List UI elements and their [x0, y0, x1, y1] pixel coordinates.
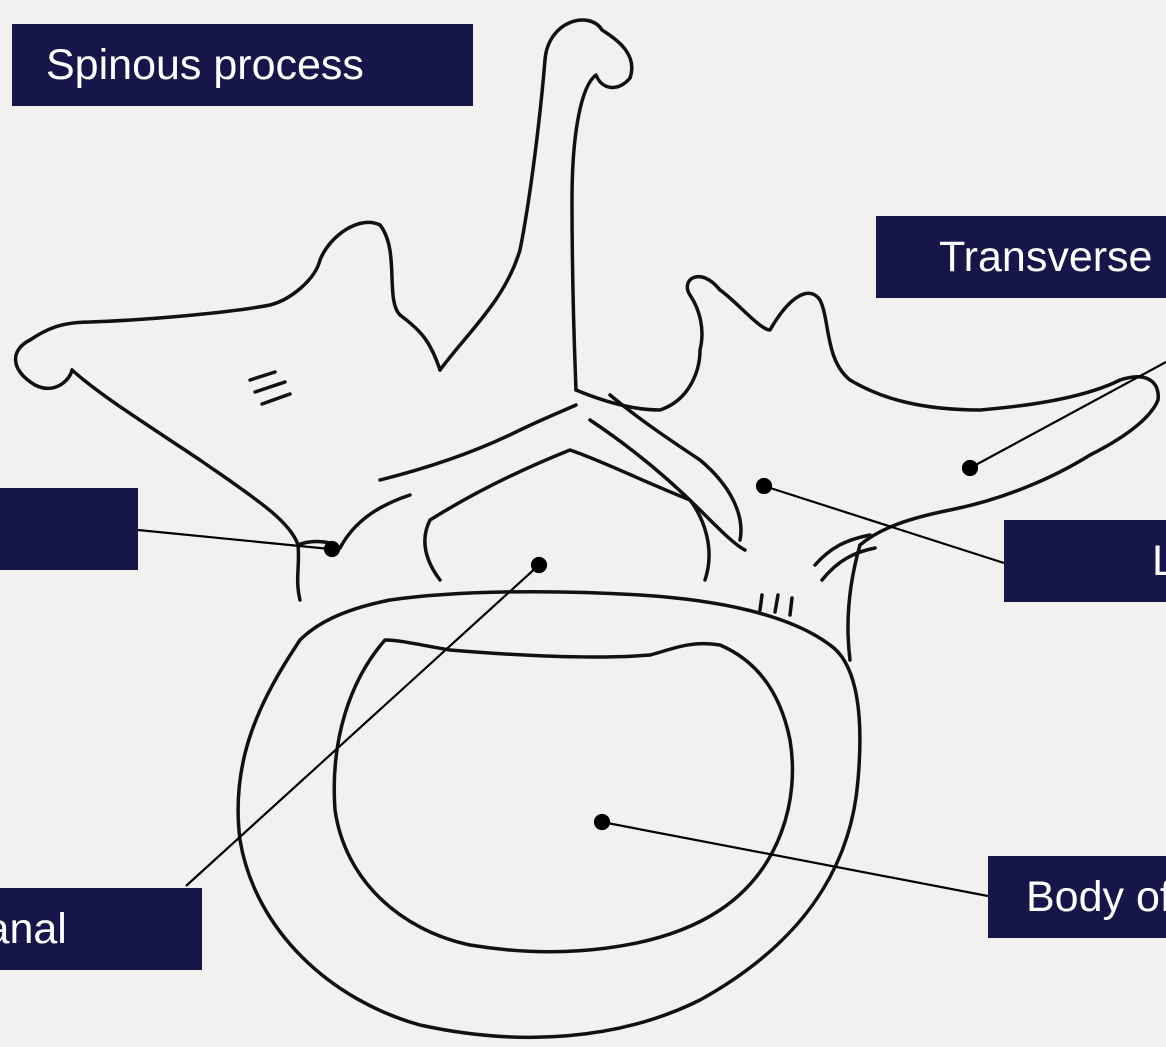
- pointer-dot-canal: [532, 558, 546, 572]
- left-pedicle-line: [298, 495, 410, 548]
- label-lamina-text: Lamina: [1152, 540, 1166, 583]
- spinous-process-outline: [545, 20, 632, 390]
- pointer-line-canal: [186, 565, 539, 886]
- spinous-process-inner-line: [440, 60, 545, 370]
- vertebral-body-inner: [334, 640, 792, 952]
- label-transverse-process: Transverse process: [876, 216, 1166, 298]
- pointer-dot-lamina: [757, 479, 771, 493]
- pointer-dot-body: [595, 815, 609, 829]
- label-spinous-process: Spinous process: [12, 24, 473, 106]
- left-transverse-tip: [16, 340, 72, 388]
- vertebral-canal-outline: [425, 450, 709, 580]
- label-vertebral-canal-text: Vertebral canal: [0, 908, 67, 951]
- left-lamina-line: [380, 405, 576, 480]
- label-lamina: Lamina: [1004, 520, 1166, 602]
- left-hatching: [250, 372, 290, 404]
- right-pedicle-line: [848, 545, 860, 660]
- label-spinous-process-text: Spinous process: [46, 44, 364, 87]
- pointer-line-transverse: [970, 362, 1166, 468]
- pointer-line-left: [138, 530, 330, 549]
- label-vertebral-body: Body of vertebra: [988, 856, 1166, 938]
- label-vertebral-canal: Vertebral canal: [0, 888, 202, 970]
- pointer-line-body: [602, 822, 988, 896]
- pointer-dot-transverse: [963, 461, 977, 475]
- left-articular-process: [30, 222, 440, 370]
- right-lamina-line-2: [610, 395, 741, 540]
- label-vertebral-body-text: Body of vertebra: [1026, 876, 1166, 919]
- label-left: [0, 488, 138, 570]
- label-transverse-process-text: Transverse process: [939, 236, 1166, 279]
- pointer-dot-left: [325, 542, 339, 556]
- vertebral-body-outer: [238, 592, 860, 1038]
- pointer-line-lamina: [764, 486, 1004, 563]
